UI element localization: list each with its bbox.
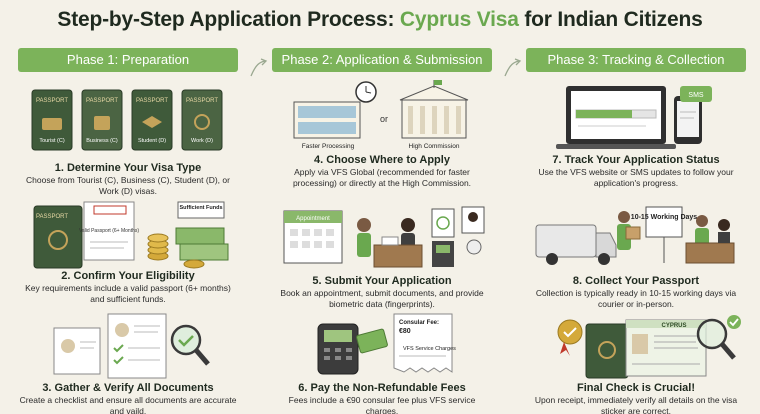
passport-icon: PASSPORT Student (D) xyxy=(131,89,173,151)
courier-icon xyxy=(617,211,641,250)
svg-text:Tourist (C): Tourist (C) xyxy=(39,138,65,144)
svg-text:PASSPORT: PASSPORT xyxy=(136,98,168,104)
step-8-description: Collection is typically ready in 10-15 w… xyxy=(535,288,737,309)
passport-icon: PASSPORT Work (D) xyxy=(181,89,223,151)
svg-text:or: or xyxy=(380,114,388,124)
step-5-title: 5. Submit Your Application xyxy=(312,275,452,287)
counter-staff-icon xyxy=(685,215,735,264)
step-7: SMS 7. Track Your Application Status Use… xyxy=(516,80,756,188)
svg-text:10-15 Working Days: 10-15 Working Days xyxy=(631,214,698,221)
calendar-icon: Appointment xyxy=(283,210,343,264)
step-1-description: Choose from Tourist (C), Business (C), S… xyxy=(26,175,230,196)
step-final-title: Final Check is Crucial! xyxy=(577,382,695,394)
phone-icon: SMS xyxy=(674,86,712,144)
phase-2-header: Phase 2: Application & Submission xyxy=(272,48,492,72)
title-highlight: Cyprus Visa xyxy=(399,8,519,31)
collection-illustration: 10-15 Working Days xyxy=(516,203,756,273)
documents-illustration xyxy=(8,310,248,380)
working-days-sign-icon: 10-15 Working Days xyxy=(631,206,698,263)
step-5-description: Book an appointment, submit documents, a… xyxy=(280,288,484,309)
svg-text:Sufficient Funds: Sufficient Funds xyxy=(179,205,222,211)
phase-2-column: Phase 2: Application & Submission or xyxy=(262,48,502,414)
appointment-desk-icon xyxy=(357,218,423,268)
magnifier-icon xyxy=(170,324,210,366)
laptop-icon xyxy=(556,86,676,149)
phase-1-column: Phase 1: Preparation PASSPORT Tourist (C… xyxy=(8,48,248,414)
card-terminal-icon xyxy=(317,323,388,375)
step-7-title: 7. Track Your Application Status xyxy=(552,154,720,166)
office-building-icon xyxy=(293,81,377,139)
svg-text:CYPRUS: CYPRUS xyxy=(661,323,686,329)
phase-3-column: Phase 3: Tracking & Collection SMS xyxy=(516,48,756,414)
step-8: 10-15 Working Days 8. Collect Your Passp… xyxy=(516,203,756,309)
svg-text:Consular Fee:: Consular Fee: xyxy=(399,320,439,326)
final-check-illustration: CYPRUS xyxy=(516,310,756,380)
step-2: PASSPORT Valid Passport (6+ Months) Suff… xyxy=(8,198,248,304)
svg-text:€80: €80 xyxy=(399,328,411,335)
document-icon xyxy=(53,327,101,375)
step-2-description: Key requirements include a valid passpor… xyxy=(25,283,231,304)
submit-application-illustration: Appointment xyxy=(262,203,502,273)
passport-icon: PASSPORT Business (C) xyxy=(81,89,123,151)
phase-3-header: Phase 3: Tracking & Collection xyxy=(526,48,746,72)
visa-sticker-icon: CYPRUS xyxy=(625,319,707,377)
svg-text:Faster Processing: Faster Processing xyxy=(302,143,355,150)
receipt-icon: Consular Fee: €80 VFS Service Charges xyxy=(393,313,456,373)
badge-icon xyxy=(557,319,583,356)
svg-text:VFS Service Charges: VFS Service Charges xyxy=(403,346,456,352)
tracking-illustration: SMS xyxy=(516,80,756,152)
svg-text:Appointment: Appointment xyxy=(296,216,330,222)
step-4: or Faster Processing High Commission 4. … xyxy=(262,80,502,188)
step-6-title: 6. Pay the Non-Refundable Fees xyxy=(298,382,466,394)
svg-text:Business (C): Business (C) xyxy=(86,138,118,144)
svg-text:PASSPORT: PASSPORT xyxy=(186,98,218,104)
step-4-description: Apply via VFS Global (recommended for fa… xyxy=(292,167,472,188)
svg-text:Valid Passport (6+ Months): Valid Passport (6+ Months) xyxy=(79,228,139,234)
high-commission-building-icon xyxy=(399,80,469,139)
svg-text:SMS: SMS xyxy=(688,92,704,99)
step-5: Appointment xyxy=(262,203,502,309)
arrow-right-icon xyxy=(250,58,268,77)
step-3: 3. Gather & Verify All Documents Create … xyxy=(8,310,248,414)
svg-text:High Commission: High Commission xyxy=(409,143,460,150)
svg-text:Work (D): Work (D) xyxy=(191,138,213,144)
title-part-2: for Indian Citizens xyxy=(524,8,703,31)
passport-icon: PASSPORT Tourist (C) xyxy=(31,89,73,151)
step-final-description: Upon receipt, immediately verify all det… xyxy=(534,395,738,414)
title-part-1: Step-by-Step Application Process: xyxy=(57,8,395,31)
step-4-title: 4. Choose Where to Apply xyxy=(314,154,450,166)
step-3-description: Create a checklist and ensure all docume… xyxy=(19,395,237,414)
document-icon: Valid Passport (6+ Months) xyxy=(79,201,139,261)
step-6-description: Fees include a €90 consular fee plus VFS… xyxy=(288,395,476,414)
where-to-apply-illustration: or Faster Processing High Commission xyxy=(262,80,502,152)
arrow-right-icon xyxy=(504,58,522,77)
fees-illustration: Consular Fee: €80 VFS Service Charges xyxy=(262,310,502,380)
delivery-van-icon xyxy=(535,224,617,265)
step-final-check: CYPRUS Final Check is Crucial! Upon rece… xyxy=(516,310,756,414)
eligibility-illustration: PASSPORT Valid Passport (6+ Months) Suff… xyxy=(8,198,248,269)
step-1-title: 1. Determine Your Visa Type xyxy=(54,162,202,174)
svg-text:PASSPORT: PASSPORT xyxy=(36,214,68,220)
person-icon xyxy=(461,206,485,255)
passport-types-illustration: PASSPORT Tourist (C) PASSPORT Business (… xyxy=(8,82,248,152)
step-3-title: 3. Gather & Verify All Documents xyxy=(42,382,214,394)
fingerprint-scanner-icon xyxy=(431,208,455,267)
step-2-title: 2. Confirm Your Eligibility xyxy=(61,270,195,282)
svg-text:PASSPORT: PASSPORT xyxy=(36,98,68,104)
step-1: PASSPORT Tourist (C) PASSPORT Business (… xyxy=(8,82,248,196)
passport-icon: PASSPORT xyxy=(33,205,83,269)
svg-text:PASSPORT: PASSPORT xyxy=(86,98,118,104)
step-7-description: Use the VFS website or SMS updates to fo… xyxy=(538,167,734,188)
page-title: Step-by-Step Application Process: Cyprus… xyxy=(0,8,760,32)
passport-icon xyxy=(585,323,629,379)
svg-text:Student (D): Student (D) xyxy=(138,138,166,144)
step-8-title: 8. Collect Your Passport xyxy=(572,275,700,287)
magnifier-icon xyxy=(696,315,741,360)
money-icon: Sufficient Funds xyxy=(147,201,229,269)
phase-1-header: Phase 1: Preparation xyxy=(18,48,238,72)
step-6: Consular Fee: €80 VFS Service Charges 6.… xyxy=(262,310,502,414)
checklist-icon xyxy=(107,313,167,379)
